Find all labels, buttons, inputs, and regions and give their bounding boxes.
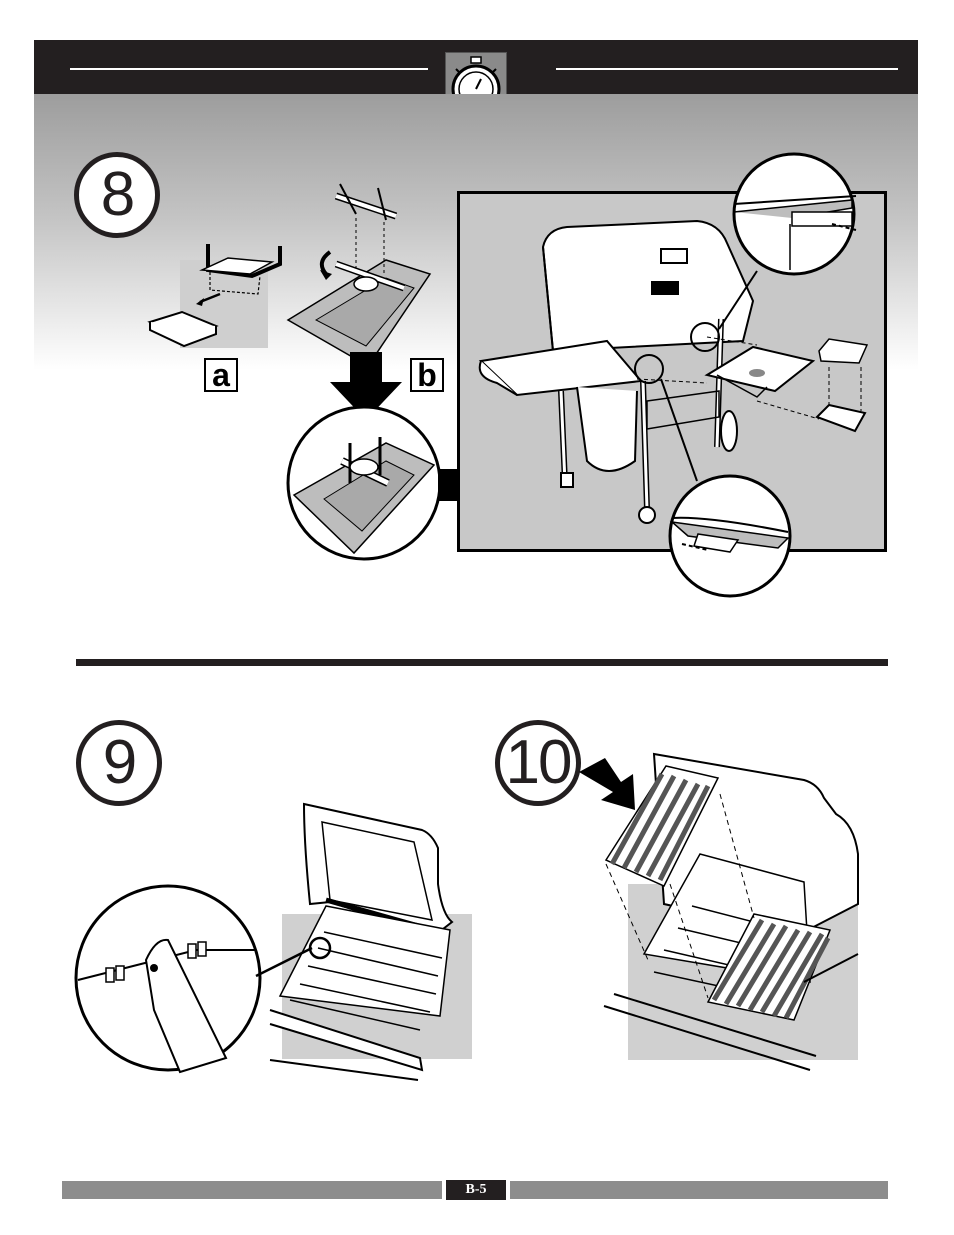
- magnified-slide-detail: [284, 403, 444, 563]
- section-divider: [76, 659, 888, 666]
- footer-bar-right: [510, 1181, 888, 1199]
- header-bar: [34, 40, 918, 94]
- header-rule-left: [70, 68, 428, 70]
- cooking-grates-illustration: [604, 754, 864, 1074]
- burner-tubes-illustration: [270, 900, 470, 1100]
- header-rule-right: [556, 68, 898, 70]
- step-number-9: 9: [76, 720, 162, 806]
- burner-notch-zoom-detail: [76, 880, 276, 1080]
- drip-tray-removal-illustration: [140, 230, 300, 360]
- step-number-8: 8: [74, 152, 160, 238]
- label-a: a: [204, 358, 238, 392]
- label-b: b: [410, 358, 444, 392]
- step-number-10: 10: [495, 720, 581, 806]
- zoom-detail-bottom: [668, 472, 798, 602]
- page-number: B-5: [446, 1180, 506, 1200]
- slide-bracket-illustration: [286, 170, 456, 370]
- zoom-detail-top: [732, 152, 862, 282]
- footer-bar-left: [62, 1181, 442, 1199]
